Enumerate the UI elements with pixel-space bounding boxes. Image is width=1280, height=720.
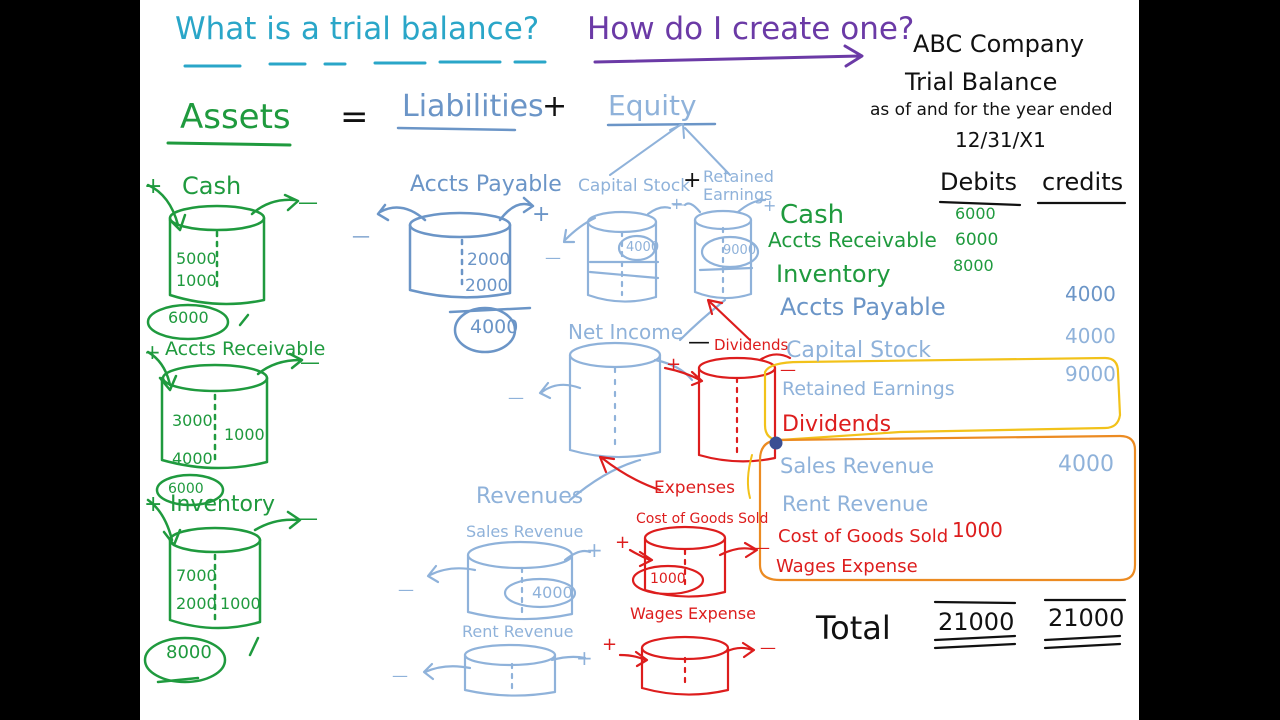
cogs-minus: — [754,538,770,557]
inventory-balance: 8000 [166,642,212,663]
tb-debit-receivable: 6000 [955,230,999,250]
inventory-credit: 1000 [220,594,261,613]
payable-entry-2: 2000 [465,276,509,296]
equation-equity: Equity [608,89,697,122]
tb-credit-sales: 4000 [1058,452,1114,477]
tb-account-inventory: Inventory [776,260,891,288]
tb-account-capital: Capital Stock [786,338,932,363]
total-debits: 21000 [938,608,1015,636]
tb-account-sales: Sales Revenue [780,454,935,478]
credits-header: credits [1042,168,1124,196]
report-date: 12/31/X1 [955,128,1046,152]
payable-minus: — [352,226,370,247]
revenues-label: Revenues [476,484,584,509]
net-income-label: Net Income [568,320,684,344]
tb-credit-capital: 4000 [1065,324,1116,348]
inventory-entry-2: 2000 [176,594,217,613]
receivable-plus: + [144,340,161,364]
tb-debit-cogs: 1000 [952,518,1003,542]
capital-plus: + [670,194,684,213]
sales-entry: 4000 [532,583,573,602]
rent-label: Rent Revenue [462,622,574,641]
equation-liabilities: Liabilities [402,89,544,124]
rent-plus: + [576,646,593,670]
rent-minus: — [392,666,408,685]
retained-label: Retained Earnings [703,167,774,204]
payable-balance: 4000 [470,316,519,338]
payable-label: Accts Payable [410,172,562,197]
whiteboard-drawings [143,44,1137,697]
title-question-1: What is a trial balance? [175,11,540,47]
dividends-minus-right: — [780,360,796,379]
cash-balance: 6000 [168,308,209,327]
tb-account-dividends: Dividends [782,412,892,437]
capital-entry: 4000 [626,240,660,255]
expenses-label: Expenses [654,478,735,498]
tb-debit-inventory: 8000 [953,256,994,275]
whiteboard: What is a trial balance? How do I create… [140,0,1139,720]
sales-minus: — [398,580,414,599]
wages-plus: + [602,634,618,655]
report-title: Trial Balance [905,68,1058,96]
receivable-credit: 1000 [224,425,265,444]
net-income-minus: — [508,388,524,407]
dividends-minus: — [688,330,710,355]
cash-entry-1: 5000 [176,249,217,268]
cogs-plus: + [615,532,631,553]
cash-plus: + [144,174,163,199]
retained-minus: — [672,197,686,213]
inventory-entry-1: 7000 [176,566,217,585]
tb-account-cash: Cash [780,200,845,230]
capital-minus: — [545,248,561,267]
retained-entry: 9000 [723,243,757,258]
receivable-balance: 6000 [168,481,204,497]
report-period: as of and for the year ended [870,100,1113,120]
debits-header: Debits [940,168,1018,196]
tb-account-wages: Wages Expense [776,556,918,577]
dividends-plus: + [666,354,682,375]
tb-credit-payable: 4000 [1065,282,1116,306]
equation-plus: + [542,89,568,124]
equation-assets: Assets [180,97,291,137]
wages-label: Wages Expense [630,604,756,623]
receivable-label: Accts Receivable [165,338,326,360]
equation-equals: = [340,97,369,137]
cogs-label: Cost of Goods Sold [636,511,769,527]
tb-debit-cash: 6000 [955,204,996,223]
retained-plus: + [763,196,777,215]
sales-label: Sales Revenue [466,522,584,541]
inventory-label: Inventory [170,492,276,517]
cash-label: Cash [182,172,242,200]
total-credits: 21000 [1048,604,1125,632]
tb-account-payable: Accts Payable [780,293,946,321]
total-label: Total [816,609,891,647]
receivable-minus: — [300,350,320,374]
sales-plus: + [586,538,603,562]
tb-account-receivable: Accts Receivable [768,228,937,252]
company-name: ABC Company [913,30,1085,58]
tb-account-cogs: Cost of Goods Sold [778,526,949,547]
payable-entry-1: 2000 [467,250,511,270]
equity-plus: + [683,168,702,193]
cash-minus: — [298,190,318,214]
receivable-entry-1: 3000 [172,411,213,430]
receivable-entry-2: 4000 [172,449,213,468]
tb-credit-retained: 9000 [1065,362,1116,386]
inventory-plus: + [144,492,163,517]
dividends-label: Dividends [714,336,789,354]
title-question-2: How do I create one? [587,11,915,47]
inventory-minus: — [298,506,318,530]
payable-plus: + [532,202,551,227]
tb-account-retained: Retained Earnings [782,378,955,400]
cogs-entry: 1000 [650,571,686,587]
cash-entry-2: 1000 [176,271,217,290]
wages-minus: — [760,638,776,657]
tb-account-rent: Rent Revenue [782,492,929,516]
capital-label: Capital Stock [578,176,691,196]
